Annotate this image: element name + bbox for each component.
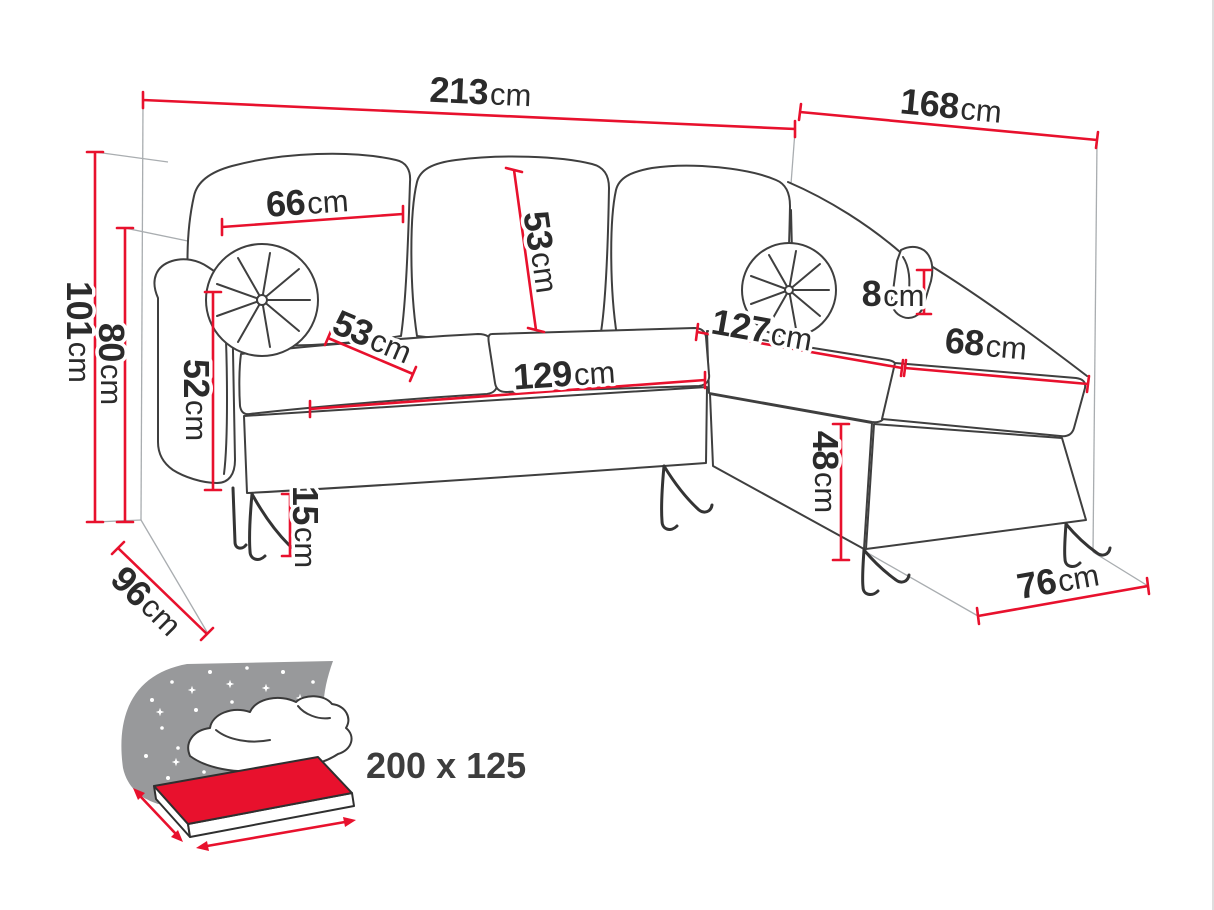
sofa-leg xyxy=(660,464,714,531)
dim-back-cushion-height: 53cm xyxy=(504,166,569,334)
dim-chaise-depth: 76cm xyxy=(975,552,1151,626)
sofa-leg xyxy=(861,548,911,596)
dim-label-total-height: 101cm xyxy=(60,281,101,383)
dim-label-side-depth: 168cm xyxy=(899,80,1004,131)
dim-side-depth: 168cm xyxy=(797,77,1100,150)
mattress-dimension-arrows xyxy=(133,788,356,851)
mattress-top xyxy=(153,756,353,825)
sofa-leg xyxy=(231,486,248,550)
dim-total-height: 101cm xyxy=(56,150,105,524)
blanket-fold xyxy=(215,705,331,743)
round-pillow-right xyxy=(741,242,837,338)
dim-label-chaise-seat-width: 68cm xyxy=(943,320,1029,368)
dim-label-arm-section-depth: 96cm xyxy=(103,557,190,644)
back-cushion-middle xyxy=(410,155,610,342)
dim-back-cushion-width: 66cm xyxy=(220,178,405,237)
dim-chaise-height: 48cm xyxy=(802,422,851,562)
dim-label-back-width: 213cm xyxy=(429,69,533,114)
round-pillow-left-pleats xyxy=(216,252,311,348)
dim-label-corner-seat-width: 127cm xyxy=(708,301,815,359)
dim-corner-seat-width: 127cm xyxy=(694,297,905,378)
sofa-outline xyxy=(153,152,1112,596)
dim-label-backrest-height: 80cm xyxy=(92,323,133,405)
chaise-back-edge-right xyxy=(927,263,1088,377)
bolster-pillow-seam xyxy=(902,256,911,297)
dim-arm-section-depth: 96cm xyxy=(100,540,215,646)
seat-cushion-left xyxy=(238,333,499,416)
dim-armrest-height: 52cm xyxy=(173,290,223,492)
chaise-base-front-face xyxy=(865,423,1087,550)
dim-bolster-thickness: 8cm xyxy=(858,268,933,318)
dim-label-bolster-thickness: 8cm xyxy=(862,273,925,314)
dim-label-chaise-height: 48cm xyxy=(806,431,847,513)
round-pillow-right-pleats xyxy=(750,250,830,330)
dim-label-leg-height: 15cm xyxy=(286,486,327,568)
sofa-leg xyxy=(1063,522,1112,568)
sleeping-area-label: 200 x 125 xyxy=(366,745,526,786)
dim-label-back-cushion-height: 53cm xyxy=(516,208,568,295)
dim-seat-width: 129cm xyxy=(308,349,707,419)
dim-label-armrest-height: 52cm xyxy=(177,359,218,441)
wireframe-box xyxy=(94,101,1149,633)
sleeping-function-icon: 200 x 125 xyxy=(121,661,526,851)
dim-chaise-seat-width: 68cm xyxy=(902,316,1091,394)
dim-label-seat-width: 129cm xyxy=(512,350,617,398)
dim-backrest-height: 80cm xyxy=(88,226,136,524)
dim-label-back-cushion-width: 66cm xyxy=(265,178,350,225)
chaise-cushion-right xyxy=(881,362,1087,438)
round-pillow-left xyxy=(205,243,319,357)
sofa-base xyxy=(243,386,708,494)
dim-label-chaise-depth: 76cm xyxy=(1014,552,1102,607)
dim-leg-height: 15cm xyxy=(280,482,330,572)
chaise-back-edge xyxy=(787,181,901,253)
dim-back-width: 213cm xyxy=(141,65,797,139)
